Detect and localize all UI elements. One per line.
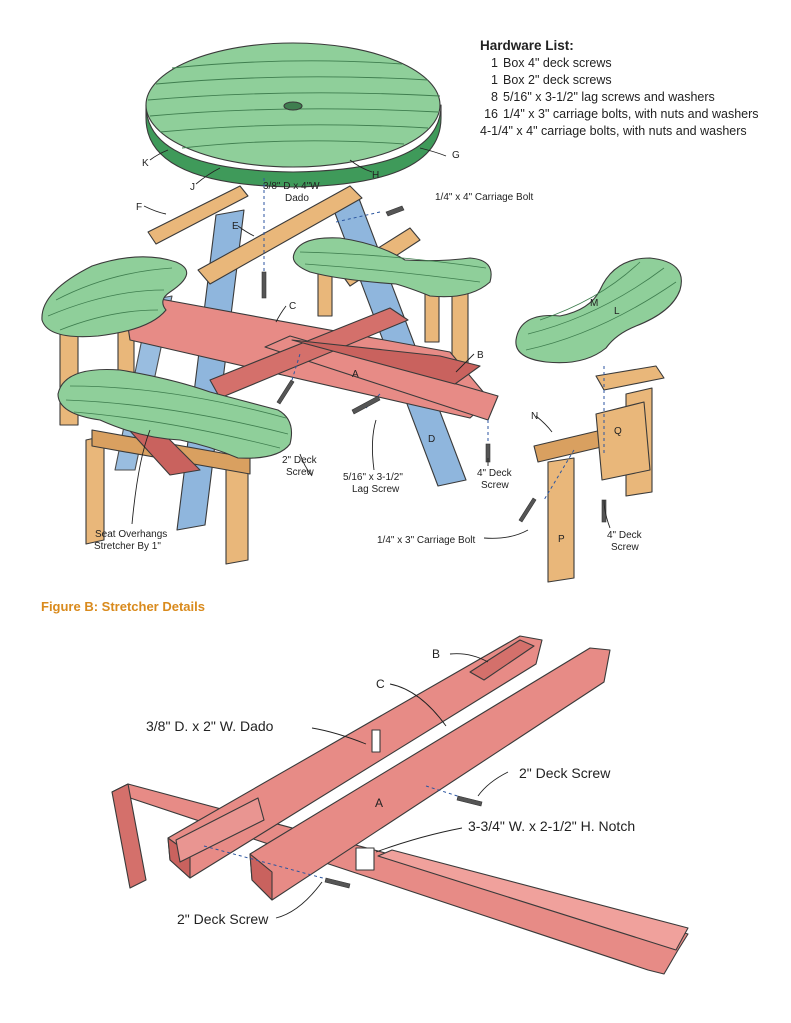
callout-deck4-line1: 4" Deck [477,468,513,479]
hardware-text: Box 4" deck screws [503,56,612,70]
seat-frame-exploded [533,365,665,583]
callout-deck4b-line2: Screw [611,542,640,553]
callout-deck2-line1: 2" Deck [282,455,318,466]
part-label-g: G [452,150,460,161]
hardware-qty: 16 [484,107,498,121]
callout-deck4-line2: Screw [481,480,510,491]
part-label-l: L [614,306,620,317]
part-label-p: P [558,534,565,545]
seat-front [57,368,293,459]
callout-lag-line2: Lag Screw [352,484,400,495]
stretcher-a [264,335,499,421]
part-label-m: M [590,298,598,309]
callout-overhang-line1: Seat Overhangs [95,529,167,540]
figb-leader-lines [275,653,509,919]
fastener-icons [261,205,607,523]
callout-dado-line2: Dado [285,193,309,204]
part-label-d: D [428,434,435,445]
part-label-q: Q [614,426,622,437]
part-label-h: H [372,170,379,181]
part-label-n: N [531,411,538,422]
leader-lines-top [131,147,611,539]
stretcher-detail [111,635,689,975]
hardware-qty: 1 [491,56,498,70]
hardware-item: 1 Box 2" deck screws [480,72,759,89]
stretcher-b [291,339,481,385]
callout-overhang-line2: Stretcher By 1" [94,541,161,552]
hardware-qty: 1 [491,73,498,87]
part-label-k: K [142,158,149,169]
hardware-text: 4-1/4" x 4" carriage bolts, with nuts an… [480,124,747,138]
figb-fastener-icons [324,795,483,889]
table-assembly [41,42,682,583]
hardware-item: 4-1/4" x 4" carriage bolts, with nuts an… [480,123,759,140]
figb-cleat [175,797,265,863]
part-label-b: B [477,350,484,361]
hardware-item: 1 Box 4" deck screws [480,55,759,72]
figb-callout-deck2-right: 2" Deck Screw [519,765,611,781]
seat-exploded [515,257,682,364]
figb-block-b [469,639,535,681]
callout-carriage-4: 1/4" x 4" Carriage Bolt [435,192,533,203]
hardware-item: 16 1/4" x 3" carriage bolts, with nuts an… [480,106,759,123]
figb-callout-notch: 3-3/4" W. x 2-1/2" H. Notch [468,818,635,834]
part-label-e: E [232,221,239,232]
callout-deck4b-line1: 4" Deck [607,530,643,541]
callout-dado-line1: 3/8" D x 4"W [263,181,320,192]
cleat-e [197,185,363,285]
callout-deck2-line2: Screw [286,467,315,478]
figb-callout-dado: 3/8" D. x 2" W. Dado [146,718,274,734]
hardware-text: 1/4" x 3" carriage bolts, with nuts and … [503,107,759,121]
callout-lag-line1: 5/16" x 3-1/2" [343,472,403,483]
figb-part-c: C [376,677,385,691]
hardware-list-title: Hardware List: [480,38,574,53]
seat-right-back [292,237,492,298]
hardware-text: Box 2" deck screws [503,73,612,87]
tabletop [145,42,442,188]
figb-part-b: B [432,647,440,661]
callout-carriage-3: 1/4" x 3" Carriage Bolt [377,535,475,546]
hardware-text: 5/16" x 3-1/2" lag screws and washers [503,90,715,104]
cleat-f [147,185,249,245]
part-label-a: A [352,369,359,380]
hardware-item: 8 5/16" x 3-1/2" lag screws and washers [480,89,759,106]
figure-b-title: Figure B: Stretcher Details [41,599,205,614]
part-label-c: C [289,301,296,312]
seat-left-back [41,256,188,338]
part-label-j: J [190,182,195,193]
hardware-qty: 8 [491,90,498,104]
stretcher-a-front [209,307,409,399]
part-label-f: F [136,202,142,213]
figb-part-a: A [375,796,383,810]
figb-callout-deck2-bottom: 2" Deck Screw [177,911,269,927]
